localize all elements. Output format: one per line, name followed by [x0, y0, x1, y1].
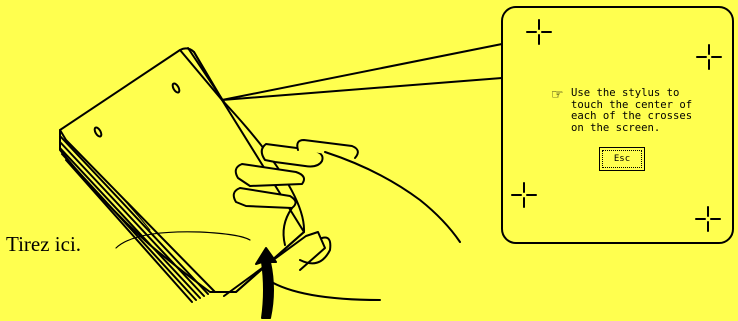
pointing-hand-icon: ☞ — [551, 88, 564, 102]
calibration-instructions: Use the stylus to touch the center of ea… — [571, 88, 721, 134]
esc-button[interactable]: Esc — [602, 150, 642, 168]
instruction-line: each of the crosses — [571, 111, 721, 123]
pull-here-label: Tirez ici. — [6, 232, 81, 257]
pull-arrow-icon — [256, 248, 276, 318]
instruction-line: Use the stylus to — [571, 88, 721, 100]
callout-lines — [222, 44, 502, 100]
instruction-line: on the screen. — [571, 123, 721, 135]
